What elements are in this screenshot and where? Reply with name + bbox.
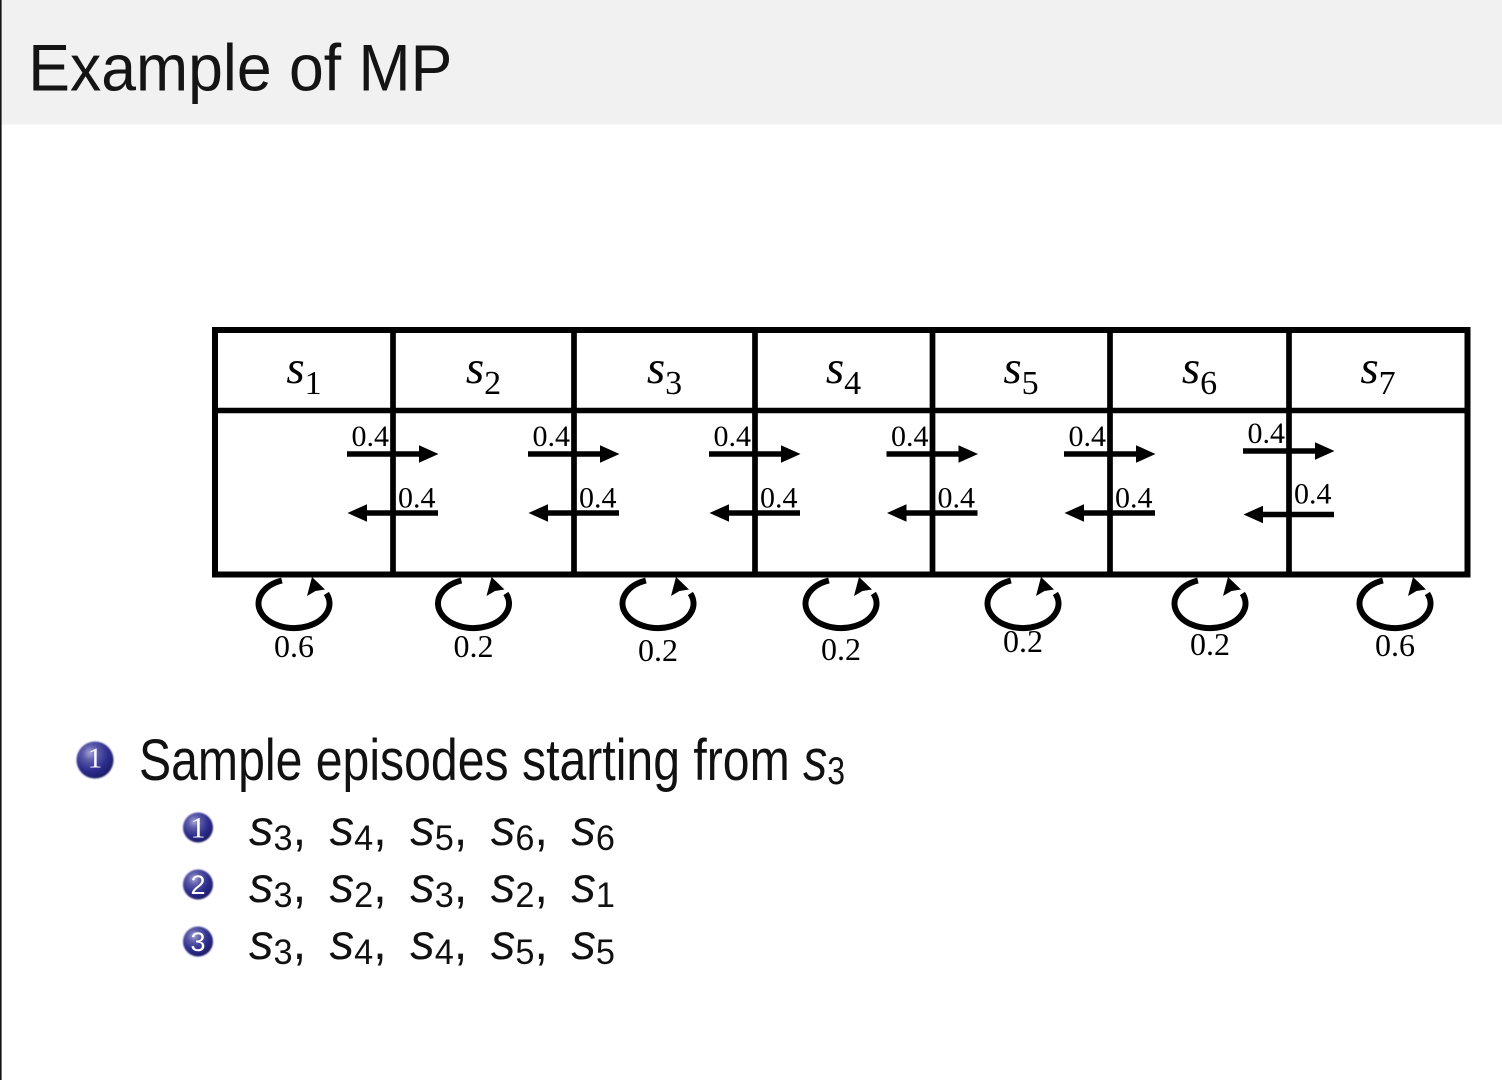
svg-text:0.6: 0.6 xyxy=(1375,627,1415,663)
svg-text:2: 2 xyxy=(190,870,205,900)
svg-text:0.4: 0.4 xyxy=(760,482,798,515)
svg-text:0.4: 0.4 xyxy=(533,420,571,453)
svg-text:0.4: 0.4 xyxy=(352,420,390,453)
svg-text:0.2: 0.2 xyxy=(1003,623,1043,659)
svg-text:0.2: 0.2 xyxy=(1190,626,1230,662)
svg-text:s3, s4, s4, s5, s5: s3, s4, s4, s5, s5 xyxy=(249,914,615,972)
svg-text:0.4: 0.4 xyxy=(1115,482,1153,515)
svg-text:Sample episodes starting from: Sample episodes starting from s3 xyxy=(139,728,845,793)
svg-text:Example of MP: Example of MP xyxy=(28,31,452,105)
svg-text:0.2: 0.2 xyxy=(638,632,678,668)
svg-text:0.6: 0.6 xyxy=(274,628,314,664)
svg-text:0.4: 0.4 xyxy=(714,420,752,453)
svg-text:0.4: 0.4 xyxy=(1069,420,1107,453)
svg-text:1: 1 xyxy=(88,743,103,775)
svg-text:1: 1 xyxy=(191,812,206,845)
svg-text:0.4: 0.4 xyxy=(579,482,617,515)
svg-text:s7: s7 xyxy=(1360,342,1395,402)
svg-text:0.4: 0.4 xyxy=(398,482,436,515)
svg-text:0.2: 0.2 xyxy=(454,628,494,664)
svg-text:0.4: 0.4 xyxy=(891,420,929,453)
svg-text:0.4: 0.4 xyxy=(1294,478,1332,511)
svg-text:0.4: 0.4 xyxy=(938,482,976,515)
svg-text:3: 3 xyxy=(190,927,205,957)
svg-text:s3, s2, s3, s2, s1: s3, s2, s3, s2, s1 xyxy=(249,857,615,915)
svg-text:s3, s4, s5, s6, s6: s3, s4, s5, s6, s6 xyxy=(249,800,615,858)
svg-text:0.4: 0.4 xyxy=(1248,417,1286,450)
svg-text:0.2: 0.2 xyxy=(821,631,861,667)
